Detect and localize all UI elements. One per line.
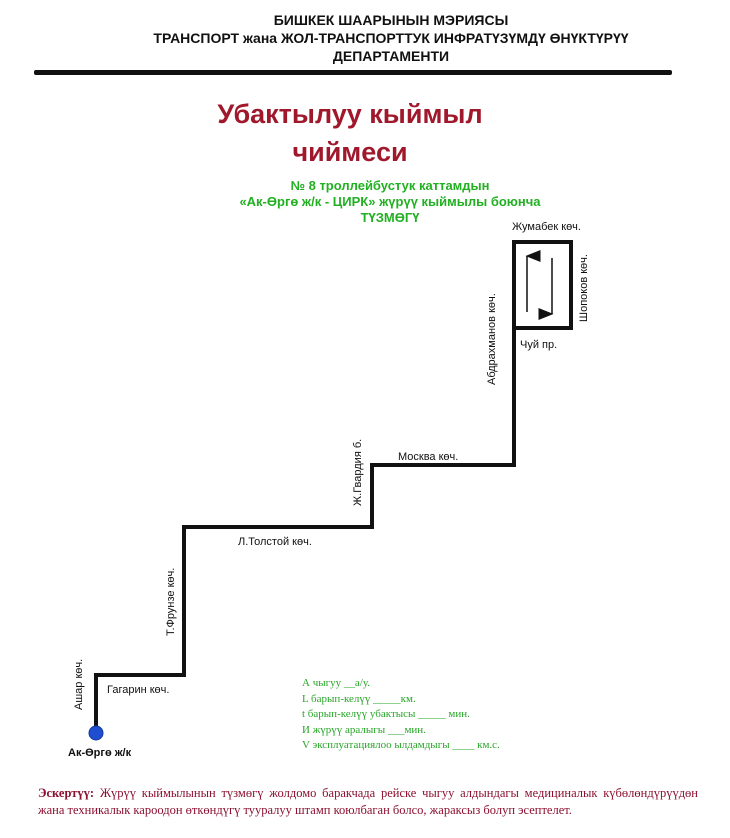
- street-tolstoy: Л.Толстой көч.: [238, 536, 312, 548]
- title-line-1: Убактылуу кыймыл: [217, 99, 483, 129]
- legend-item: V эксплуатациялоо ылдамдыгы ____ км.с.: [302, 739, 500, 751]
- legend-item: t барып-келүү убактысы _____ мин.: [302, 708, 470, 720]
- subtitle-line-1: № 8 троллейбустук каттамдын: [290, 178, 490, 193]
- legend: А чыгуу __а/у. L барып-келүү _____км. t …: [302, 676, 500, 754]
- legend-item: А чыгуу __а/у.: [302, 677, 370, 689]
- title-line-2: чиймеси: [292, 137, 408, 167]
- header-rule: [34, 70, 672, 75]
- subtitle-line-3: ТҮЗМӨГҮ: [360, 210, 420, 225]
- street-frunze: Т.Фрунзе көч.: [165, 567, 177, 636]
- loop-box: [512, 240, 573, 330]
- legend-item: L барып-келүү _____км.: [302, 692, 416, 705]
- header-line-2: ТРАНСПОРТ жана ЖОЛ-ТРАНСПОРТТУК ИНФРАТҮЗ…: [153, 30, 629, 46]
- note-text: Жүрүү кыймылынын түзмөгү жолдомо баракча…: [38, 786, 698, 817]
- street-chuy: Чуй пр.: [520, 339, 558, 351]
- street-gagarin: Гагарин көч.: [107, 684, 170, 696]
- street-abdrakhmanov: Абдрахманов көч.: [486, 293, 498, 385]
- street-shopokov: Шопоков көч.: [578, 254, 590, 322]
- header-line-1: БИШКЕК ШААРЫНЫН МЭРИЯСЫ: [273, 12, 509, 28]
- start-stop-icon: [88, 725, 104, 741]
- start-stop-label: Ак-Өргө ж/к: [68, 747, 132, 759]
- street-ashar: Ашар көч.: [73, 658, 85, 710]
- street-zhumabek: Жумабек көч.: [512, 221, 581, 233]
- subtitle-line-2: «Ак-Өргө ж/к - ЦИРК» жүрүү кыймылы боюнч…: [239, 194, 541, 209]
- route-line: [94, 328, 516, 731]
- street-zh-gvardiya: Ж.Гвардия б.: [352, 438, 364, 506]
- legend-item: И жүрүү аралыгы ___мин.: [302, 723, 426, 736]
- header-line-3: ДЕПАРТАМЕНТИ: [332, 48, 450, 64]
- note-label: Эскертүү:: [38, 786, 95, 800]
- street-moskva: Москва көч.: [398, 451, 459, 463]
- note: Эскертүү: Жүрүү кыймылынын түзмөгү жолдо…: [38, 785, 698, 819]
